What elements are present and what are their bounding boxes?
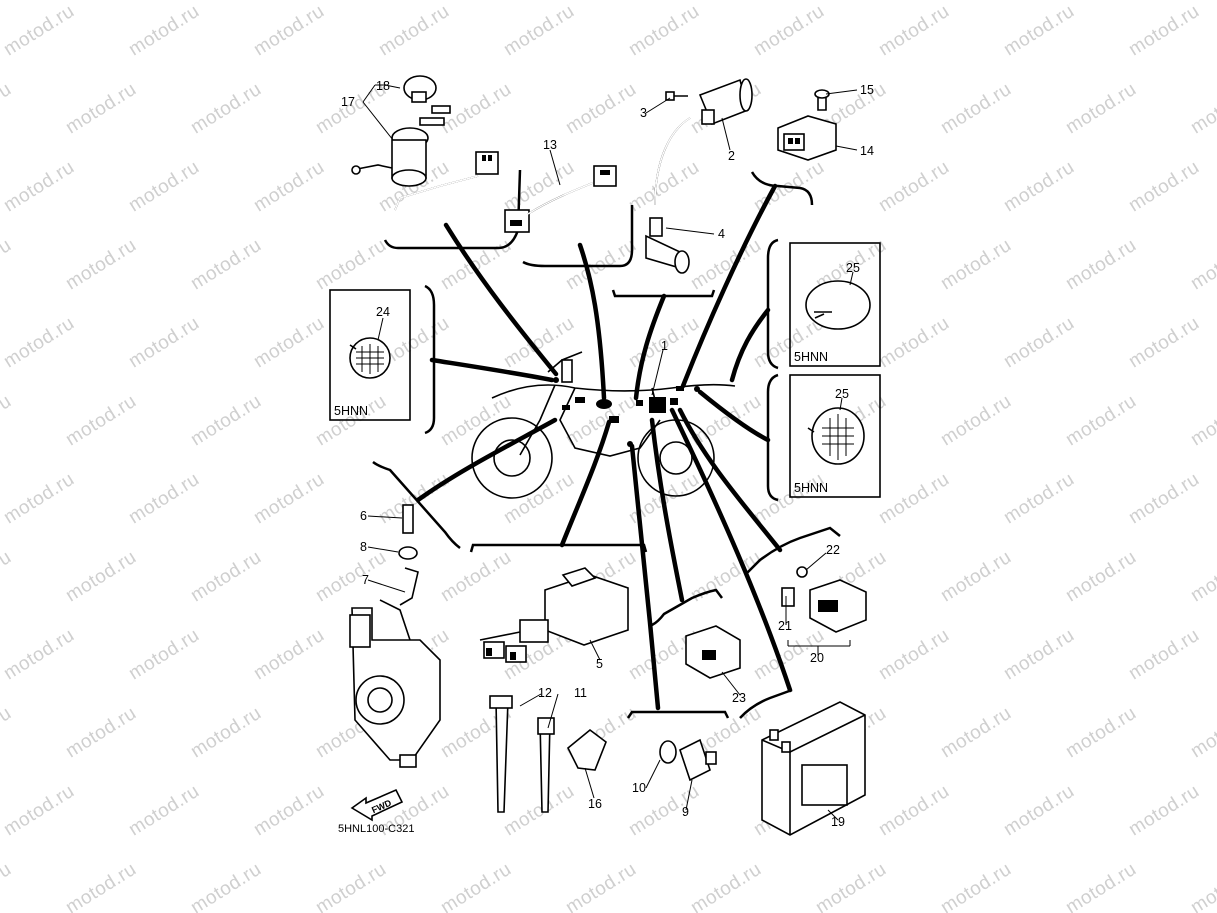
group-brackets xyxy=(372,169,841,719)
callout-16: 16 xyxy=(588,797,602,811)
carburetor-assembly xyxy=(349,504,441,768)
callout-20: 20 xyxy=(810,651,824,665)
callout-19: 19 xyxy=(831,815,845,829)
callout-7: 7 xyxy=(362,573,369,587)
battery xyxy=(761,701,866,836)
callout-3: 3 xyxy=(640,106,647,120)
lead-wire xyxy=(504,165,617,233)
model-box-24: 5HNN xyxy=(329,289,411,421)
leader-lines xyxy=(362,84,858,821)
callout-11: 11 xyxy=(574,686,587,700)
callout-4: 4 xyxy=(718,227,725,241)
callout-25-lower: 25 xyxy=(835,387,849,401)
callout-10: 10 xyxy=(632,781,646,795)
callout-9: 9 xyxy=(682,805,689,819)
callout-2: 2 xyxy=(728,149,735,163)
callout-17: 17 xyxy=(341,95,355,109)
main-switch-assembly xyxy=(351,75,499,211)
callout-15: 15 xyxy=(860,83,874,97)
callout-12: 12 xyxy=(538,686,552,700)
spark-plug-cap xyxy=(645,217,690,274)
diagram-code: 5HNL100-C321 xyxy=(338,823,414,835)
fwd-arrow: FWD xyxy=(350,788,404,822)
callout-24: 24 xyxy=(376,305,390,319)
cdi-unit xyxy=(777,89,837,161)
connector-lines xyxy=(415,183,793,711)
flasher-relay-assembly xyxy=(781,566,867,647)
starter-relay xyxy=(479,567,629,663)
ignition-coil xyxy=(654,78,753,206)
motorcycle-silhouette xyxy=(471,351,736,499)
model-code-label: 5HNN xyxy=(794,350,828,364)
callout-21: 21 xyxy=(778,619,792,633)
callout-6: 6 xyxy=(360,509,367,523)
callout-1: 1 xyxy=(661,339,668,353)
callout-labels: 1 2 3 4 5 6 7 8 9 10 11 12 13 14 15 16 1… xyxy=(338,79,874,835)
neutral-switch xyxy=(659,738,717,782)
callout-13: 13 xyxy=(543,138,557,152)
callout-18: 18 xyxy=(376,79,390,93)
callout-23: 23 xyxy=(732,691,746,705)
cable-ties xyxy=(489,695,607,813)
callout-14: 14 xyxy=(860,144,874,158)
callout-8: 8 xyxy=(360,540,367,554)
relay-23 xyxy=(685,625,741,679)
model-code-label: 5HNN xyxy=(794,481,828,495)
callout-25-upper: 25 xyxy=(846,261,860,275)
callout-22: 22 xyxy=(826,543,840,557)
model-code-label: 5HNN xyxy=(334,404,368,418)
wiring-harness-markers xyxy=(553,377,700,447)
model-box-25-lower: 5HNN xyxy=(789,374,881,498)
model-box-25-upper: 5HNN xyxy=(789,242,881,367)
callout-5: 5 xyxy=(596,657,603,671)
